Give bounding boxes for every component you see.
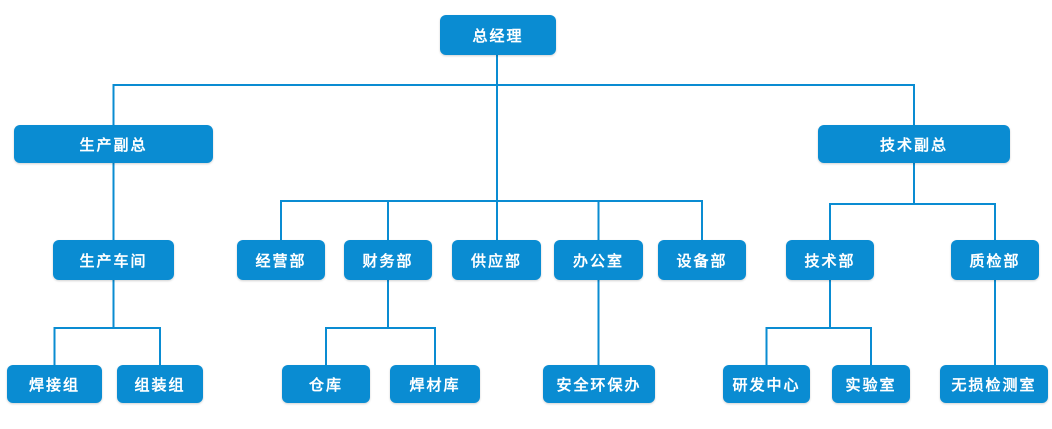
org-node-ndt-room: 无损检测室 [940, 365, 1048, 403]
org-node-production-workshop: 生产车间 [53, 240, 174, 280]
org-node-technical-vp: 技术副总 [818, 125, 1010, 163]
org-node-finance-dept: 财务部 [344, 240, 432, 280]
org-node-welding-material-warehouse: 焊材库 [390, 365, 480, 403]
org-node-welding-group: 焊接组 [7, 365, 102, 403]
org-node-rd-center: 研发中心 [723, 365, 810, 403]
org-node-laboratory: 实验室 [832, 365, 910, 403]
org-node-assembly-group: 组装组 [117, 365, 203, 403]
org-node-warehouse: 仓库 [282, 365, 370, 403]
org-node-production-vp: 生产副总 [14, 125, 213, 163]
org-node-supply-dept: 供应部 [452, 240, 541, 280]
org-node-quality-dept: 质检部 [951, 240, 1039, 280]
org-node-technical-dept: 技术部 [786, 240, 874, 280]
org-node-office: 办公室 [554, 240, 643, 280]
org-node-equipment-dept: 设备部 [658, 240, 746, 280]
org-node-business-dept: 经营部 [237, 240, 325, 280]
org-node-general-manager: 总经理 [440, 15, 556, 55]
org-node-safety-office: 安全环保办 [543, 365, 655, 403]
